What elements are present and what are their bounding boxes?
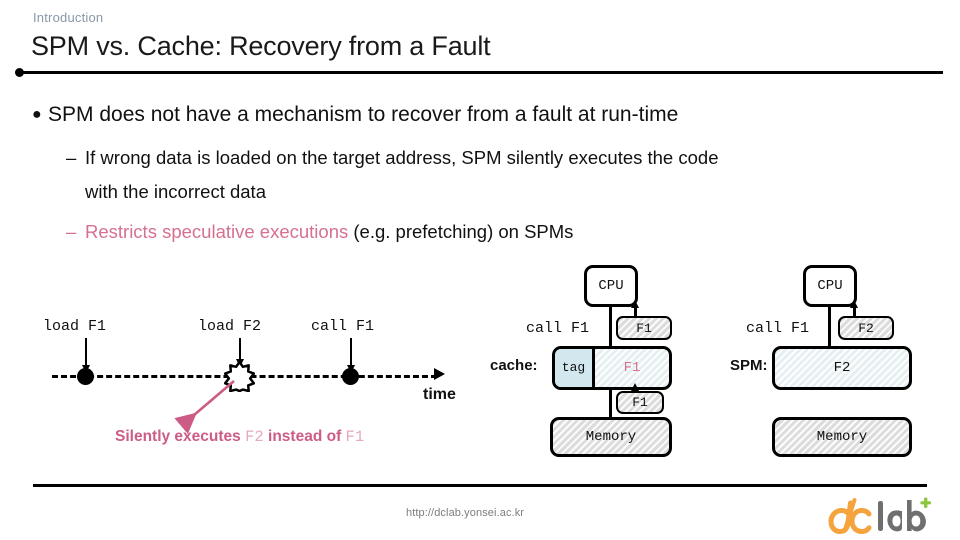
logo-wordmark [878,500,926,532]
timeline-axis-arrowhead [434,368,445,380]
spm-cpu-box: CPU [803,265,857,307]
timeline-caption-part2: instead of [268,428,342,445]
cache-line-box: tag F1 [552,346,672,390]
cache-call-label: call F1 [526,320,590,337]
spm-diagram: CPU F2 SPM: F2 Memory call F1 [728,262,938,460]
dclab-logo [828,497,931,535]
cache-fill-box-f1: F1 [616,391,664,414]
timeline-event-label-2: load F2 [198,318,262,335]
timeline-marker-load-f1 [77,368,94,385]
bullet-level2-1-text: If wrong data is loaded on the target ad… [85,147,719,168]
footer-divider [33,484,927,487]
spm-call-label: call F1 [746,320,810,337]
timeline-caption-arrow [174,380,235,434]
page-title: SPM vs. Cache: Recovery from a Fault [31,31,491,61]
timeline-event-label-3: call F1 [311,318,375,335]
timeline-pointer-2 [236,338,244,367]
cache-line-content: F1 [623,360,641,376]
timeline-marker-call-f1 [342,368,359,385]
title-divider [17,71,943,74]
spm-side-label: SPM: [730,357,768,374]
footer-url: http://dclab.yonsei.ac.kr [406,507,525,519]
bullet-dash-2: – [66,221,77,242]
title-divider-dot [15,68,24,77]
spm-memory-box: Memory [772,417,912,457]
timeline-caption-part1: Silently executes [115,428,241,445]
timeline-caption: Silently executes F2 instead of F1 [115,428,364,446]
cache-side-label: cache: [490,357,538,374]
bullet-level2-2: –Restricts speculative executions (e.g. … [66,221,573,243]
bullet-dash-1: – [66,147,77,168]
timeline-caption-f2: F2 [245,428,264,446]
bullet-level2-2-text: (e.g. prefetching) on SPMs [353,221,574,242]
timeline-event-label-1: load F1 [43,318,107,335]
bullet-level2-1: –If wrong data is loaded on the target a… [66,147,718,169]
bullet-level1-1-text: SPM does not have a mechanism to recover… [48,103,679,126]
spm-box: F2 [772,346,912,390]
spm-register-box-f2: F2 [838,316,894,340]
timeline-axis-label: time [423,386,456,403]
cache-tag-cell: tag [555,349,595,387]
cache-register-box-f1: F1 [616,316,672,340]
bullet-marker-dot: ● [32,106,42,123]
bullet-level2-2-highlight: Restricts speculative executions [85,221,349,242]
timeline-figure: load F1 load F2 call F1 time Silently ex… [30,300,500,460]
slide-kicker: Introduction [33,10,104,25]
timeline-pointer-3 [347,338,355,373]
cache-cpu-box: CPU [584,265,638,307]
bullet-level2-1-continuation: with the incorrect data [85,181,266,202]
logo-mark-dc-icon [828,498,872,535]
bullet-level1-1: ● SPM does not have a mechanism to recove… [32,103,678,127]
cache-diagram: CPU F1 cache: tag F1 F1 Memory call F1 [488,262,688,460]
timeline-pointer-1 [82,338,90,373]
logo-plus-icon [920,497,931,508]
cache-memory-box: Memory [550,417,672,457]
timeline-caption-f1: F1 [345,428,365,446]
